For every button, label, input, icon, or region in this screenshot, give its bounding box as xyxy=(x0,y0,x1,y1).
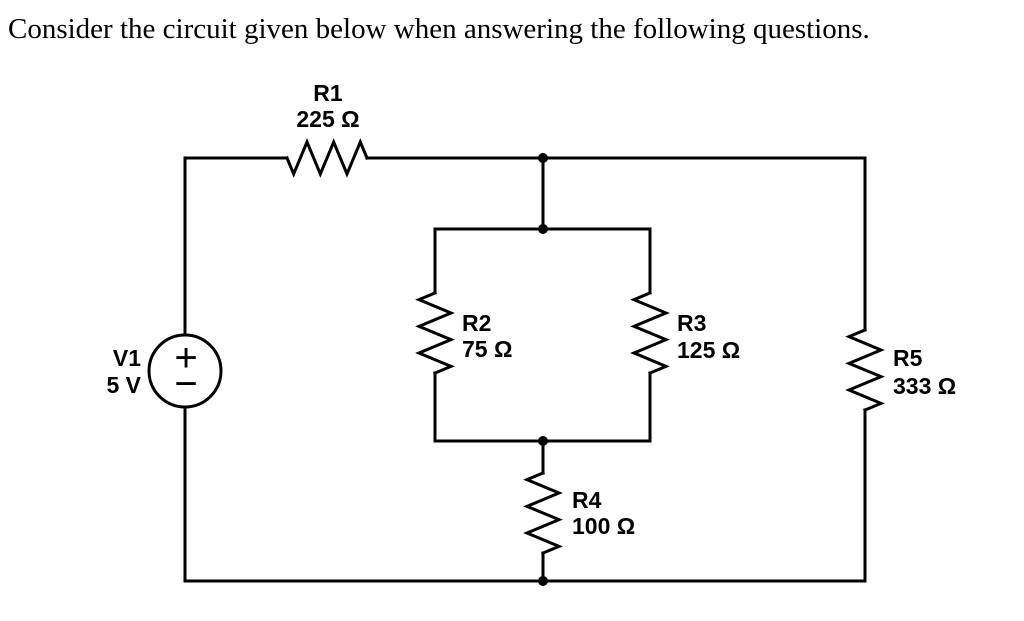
junction-dot xyxy=(538,153,548,163)
resistor-symbols xyxy=(285,138,885,555)
resistor-r4-symbol xyxy=(523,471,563,555)
wire-inner-box-bottom xyxy=(433,371,652,443)
junction-dot xyxy=(538,436,548,446)
resistor-r4-name: R4 xyxy=(572,487,602,513)
source-name-label: V1 xyxy=(113,345,141,371)
plus-icon: + xyxy=(174,336,197,380)
resistor-r1-name: R1 xyxy=(313,80,343,106)
resistor-r3-name: R3 xyxy=(677,310,706,336)
resistor-r1-value: 225 Ω xyxy=(296,106,359,132)
source-value-label: 5 V xyxy=(106,372,141,398)
resistor-r2-name: R2 xyxy=(462,310,491,336)
junction-dot xyxy=(538,576,548,586)
resistor-r1-symbol xyxy=(285,138,369,178)
minus-icon: − xyxy=(174,362,197,406)
wire-top-and-right-upper xyxy=(365,156,867,332)
wire-right-lower-bottom-left-lower xyxy=(183,405,867,583)
resistor-r3-value: 125 Ω xyxy=(677,337,740,363)
junction-dot xyxy=(538,224,548,234)
voltage-source-circle xyxy=(147,333,223,409)
page-title: Consider the circuit given below when an… xyxy=(8,13,870,45)
wire-left-and-top-left xyxy=(183,156,289,337)
wire-inner-box-top xyxy=(433,227,652,295)
wires xyxy=(183,156,867,583)
resistor-r4-value: 100 Ω xyxy=(572,513,635,539)
resistor-labels: R1 225 Ω R2 75 Ω R3 125 Ω R4 100 Ω R5 33… xyxy=(296,80,956,539)
resistor-r2-symbol xyxy=(415,291,455,375)
junction-dots xyxy=(538,153,548,586)
resistor-r5-value: 333 Ω xyxy=(893,373,956,399)
voltage-source: + − V1 5 V xyxy=(106,333,223,409)
resistor-r2-value: 75 Ω xyxy=(462,336,512,362)
resistor-r5-name: R5 xyxy=(893,345,923,371)
resistor-r5-symbol xyxy=(845,328,885,412)
resistor-r3-symbol xyxy=(630,291,670,375)
